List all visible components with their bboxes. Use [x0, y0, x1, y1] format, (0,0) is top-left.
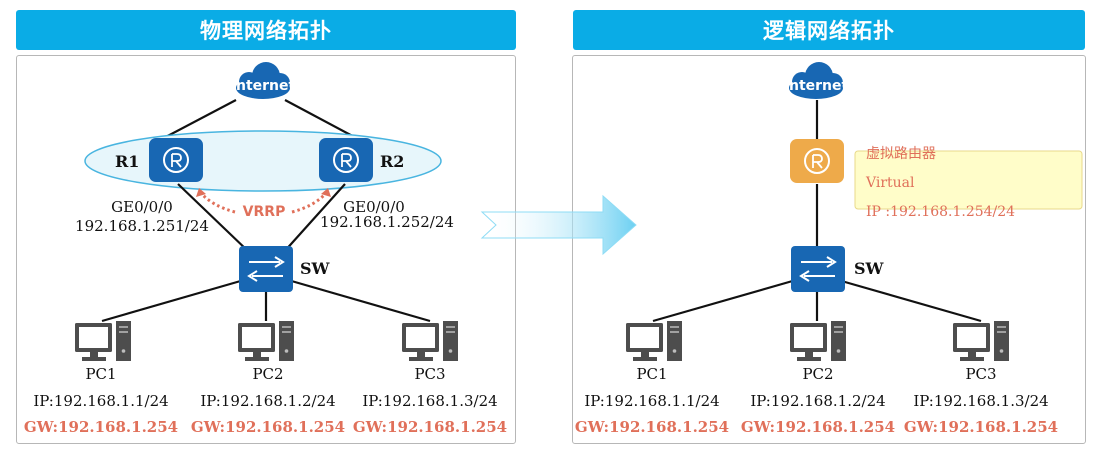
pc3-physical — [401, 320, 459, 362]
router-icon — [319, 138, 373, 182]
router-icon — [149, 138, 203, 182]
pc1-gw: GW:192.168.1.254 — [24, 418, 178, 436]
virtual-router — [790, 139, 844, 183]
pc2-gw: GW:192.168.1.254 — [191, 418, 345, 436]
pc2-name-logical: PC2 — [802, 365, 833, 383]
r1-ip-label: 192.168.1.251/24 — [75, 217, 209, 235]
pc-icon — [952, 320, 1010, 362]
switch-physical — [238, 245, 294, 293]
pc1-ip: IP:192.168.1.1/24 — [33, 392, 168, 410]
vrrp-arrow — [196, 188, 331, 214]
internet-label: Internet — [231, 78, 296, 94]
pc-icon — [789, 320, 847, 362]
switch-icon — [238, 245, 294, 293]
pc3-gw: GW:192.168.1.254 — [353, 418, 507, 436]
pc2-gw-logical: GW:192.168.1.254 — [741, 418, 895, 436]
vrrp-label: VRRP — [243, 204, 286, 220]
pc1-name-logical: PC1 — [636, 365, 667, 383]
virtual-router-label: 虚拟路由器 — [866, 146, 936, 162]
pc-icon — [625, 320, 683, 362]
internet-label-logical: Internet — [784, 78, 849, 94]
link-r1-switch — [177, 183, 251, 254]
r1-label: R1 — [115, 152, 139, 171]
pc2-ip: IP:192.168.1.2/24 — [200, 392, 335, 410]
link-internet-r2 — [284, 99, 361, 141]
pc-icon — [237, 320, 295, 362]
r2-label: R2 — [380, 152, 404, 171]
link-r2-switch — [282, 183, 346, 254]
pc3-name-logical: PC3 — [965, 365, 996, 383]
pc2-name: PC2 — [252, 365, 283, 383]
pc-icon — [74, 320, 132, 362]
router-r1 — [149, 138, 203, 182]
switch-label-logical: SW — [854, 259, 885, 278]
switch-label: SW — [300, 259, 331, 278]
link-switch-pc1 — [101, 278, 245, 323]
pc2-logical — [789, 320, 847, 362]
r2-ip-label: 192.168.1.252/24 — [320, 213, 454, 231]
pc2-ip-logical: IP:192.168.1.2/24 — [750, 392, 885, 410]
pc1-gw-logical: GW:192.168.1.254 — [575, 418, 729, 436]
virtual-line: Virtual — [865, 175, 915, 191]
arrow-right-icon — [480, 194, 637, 256]
pc3-ip-logical: IP:192.168.1.3/24 — [913, 392, 1048, 410]
router-r2 — [319, 138, 373, 182]
virtual-router-info-box — [854, 150, 1083, 210]
pc3-ip: IP:192.168.1.3/24 — [362, 392, 497, 410]
pc2-physical — [237, 320, 295, 362]
link-switch-pc3 — [287, 278, 431, 323]
r1-port-label: GE0/0/0 — [111, 198, 173, 216]
pc1-physical — [74, 320, 132, 362]
physical-topology-title: 物理网络拓扑 — [200, 19, 332, 43]
physical-topology-header: 物理网络拓扑 — [16, 10, 516, 50]
virtual-ip: IP :192.168.1.254/24 — [866, 204, 1015, 220]
pc1-ip-logical: IP:192.168.1.1/24 — [584, 392, 719, 410]
internet-cloud-physical: Internet — [231, 62, 296, 99]
pc3-name: PC3 — [414, 365, 445, 383]
link-internet-r1 — [159, 99, 237, 141]
logical-topology-header: 逻辑网络拓扑 — [573, 10, 1085, 50]
internet-cloud-logical: Internet — [784, 62, 849, 99]
link-switch-pc3-logical — [837, 278, 982, 323]
logical-topology-title: 逻辑网络拓扑 — [763, 19, 895, 43]
r2-port-label: GE0/0/0 — [343, 198, 405, 216]
switch-logical — [790, 245, 846, 293]
pc3-gw-logical: GW:192.168.1.254 — [904, 418, 1058, 436]
pc-icon — [401, 320, 459, 362]
link-switch-pc1-logical — [652, 278, 797, 323]
pc3-logical — [952, 320, 1010, 362]
pc1-logical — [625, 320, 683, 362]
router-icon — [790, 139, 844, 183]
pc1-name: PC1 — [85, 365, 116, 383]
switch-icon — [790, 245, 846, 293]
